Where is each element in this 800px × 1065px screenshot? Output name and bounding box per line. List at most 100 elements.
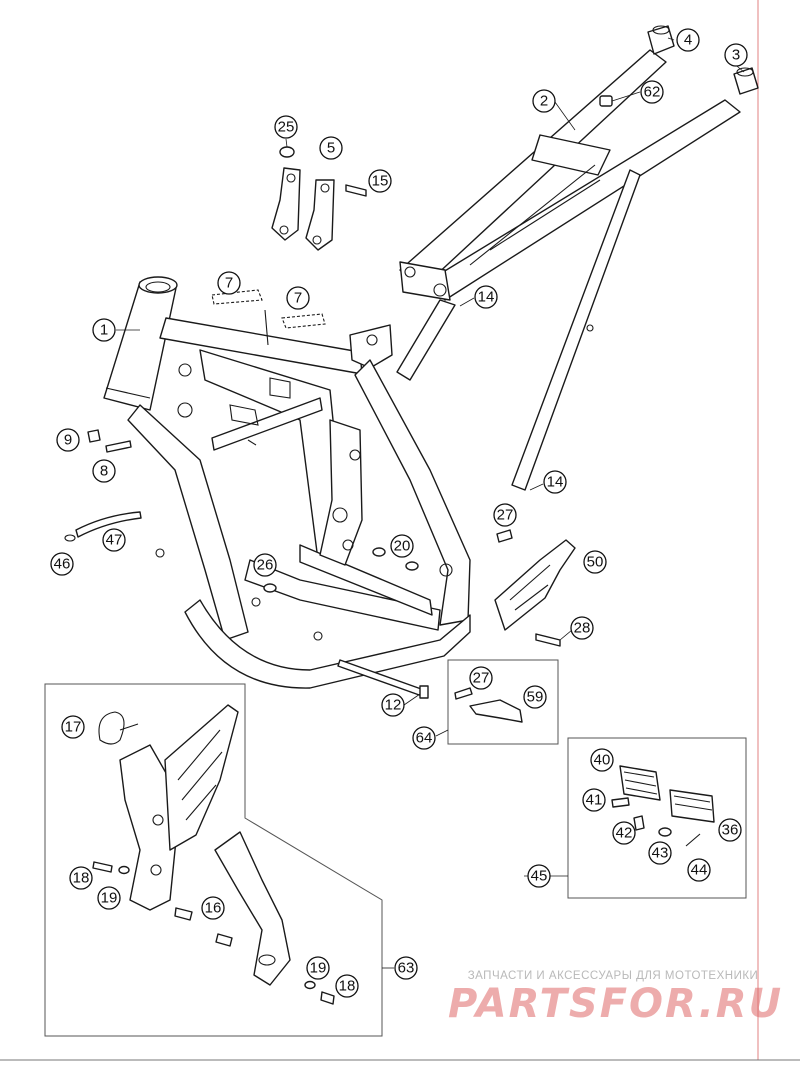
callout-7-b: 7 bbox=[286, 286, 310, 310]
callout-25: 25 bbox=[274, 115, 298, 139]
watermark-tagline: ЗАПЧАСТИ И АКСЕССУАРЫ ДЛЯ МОТОТЕХНИКИ bbox=[467, 970, 759, 982]
callout-27-a: 27 bbox=[493, 503, 517, 527]
callout-59: 59 bbox=[523, 685, 547, 709]
svg-text:20: 20 bbox=[394, 538, 411, 555]
callout-28: 28 bbox=[570, 616, 594, 640]
svg-text:8: 8 bbox=[100, 463, 108, 480]
subframe bbox=[396, 49, 741, 491]
callout-42: 42 bbox=[612, 821, 636, 845]
svg-text:5: 5 bbox=[327, 140, 335, 157]
callout-44: 44 bbox=[687, 858, 711, 882]
callout-50: 50 bbox=[583, 550, 607, 574]
svg-text:27: 27 bbox=[497, 507, 514, 524]
callout-18-a: 18 bbox=[69, 866, 93, 890]
callout-46: 46 bbox=[50, 552, 74, 576]
svg-text:9: 9 bbox=[64, 432, 72, 449]
svg-text:46: 46 bbox=[54, 556, 71, 573]
callout-14-b: 14 bbox=[543, 470, 567, 494]
svg-text:47: 47 bbox=[106, 532, 123, 549]
nuts-20-26 bbox=[263, 547, 419, 593]
svg-text:50: 50 bbox=[587, 554, 604, 571]
svg-text:28: 28 bbox=[574, 620, 591, 637]
callout-19-b: 19 bbox=[306, 956, 330, 980]
callout-26: 26 bbox=[253, 553, 277, 577]
rear-shock-mount bbox=[349, 324, 393, 369]
svg-text:62: 62 bbox=[644, 84, 661, 101]
svg-text:17: 17 bbox=[65, 719, 82, 736]
svg-text:4: 4 bbox=[684, 32, 692, 49]
callout-1: 1 bbox=[92, 318, 116, 342]
callout-17: 17 bbox=[61, 715, 85, 739]
svg-text:42: 42 bbox=[616, 825, 633, 842]
svg-text:64: 64 bbox=[416, 730, 433, 747]
bolt-12 bbox=[337, 659, 429, 699]
top-tube bbox=[159, 317, 363, 375]
callout-8: 8 bbox=[92, 459, 116, 483]
svg-text:41: 41 bbox=[586, 792, 603, 809]
footrests-40-36 bbox=[611, 765, 715, 847]
watermark: ЗАПЧАСТИ И АКСЕССУАРЫ ДЛЯ МОТОТЕХНИКИ PA… bbox=[448, 970, 781, 1026]
svg-text:16: 16 bbox=[205, 900, 222, 917]
chain-slider-59 bbox=[454, 687, 523, 723]
hose-47 bbox=[64, 511, 142, 542]
svg-text:43: 43 bbox=[652, 845, 669, 862]
svg-text:44: 44 bbox=[691, 862, 708, 879]
lower-cradle-inner bbox=[244, 559, 441, 631]
svg-text:2: 2 bbox=[540, 93, 548, 110]
callout-36: 36 bbox=[718, 818, 742, 842]
svg-text:19: 19 bbox=[310, 960, 327, 977]
callout-2: 2 bbox=[532, 89, 556, 113]
svg-text:36: 36 bbox=[722, 822, 739, 839]
callout-4: 4 bbox=[676, 28, 700, 52]
svg-text:18: 18 bbox=[73, 870, 90, 887]
callout-45: 45 bbox=[527, 864, 551, 888]
svg-text:7: 7 bbox=[225, 275, 233, 292]
svg-text:12: 12 bbox=[385, 697, 402, 714]
callout-3: 3 bbox=[724, 43, 748, 67]
callout-7-a: 7 bbox=[217, 271, 241, 295]
callout-12: 12 bbox=[381, 693, 405, 717]
svg-text:18: 18 bbox=[339, 978, 356, 995]
subframe-strut-left bbox=[396, 299, 456, 381]
svg-text:45: 45 bbox=[531, 868, 548, 885]
main-frame bbox=[103, 276, 471, 689]
main-spar-left bbox=[199, 349, 346, 561]
callout-5: 5 bbox=[319, 136, 343, 160]
callout-14-a: 14 bbox=[474, 285, 498, 309]
group-box-63 bbox=[44, 683, 383, 1037]
svg-text:25: 25 bbox=[278, 119, 295, 136]
callout-63: 63 bbox=[394, 956, 418, 980]
callout-47: 47 bbox=[102, 528, 126, 552]
callout-16: 16 bbox=[201, 896, 225, 920]
callout-62: 62 bbox=[640, 80, 664, 104]
svg-text:63: 63 bbox=[398, 960, 415, 977]
svg-text:26: 26 bbox=[257, 557, 274, 574]
svg-text:59: 59 bbox=[527, 689, 544, 706]
chain-guide-50 bbox=[494, 529, 576, 647]
callout-19-a: 19 bbox=[97, 886, 121, 910]
svg-text:1: 1 bbox=[100, 322, 108, 339]
group-box-64 bbox=[447, 659, 559, 745]
main-spar-right bbox=[354, 359, 471, 626]
fasteners-9-8 bbox=[87, 429, 132, 453]
frame-protector-left bbox=[119, 704, 239, 911]
bushing-62 bbox=[599, 95, 613, 107]
callout-9: 9 bbox=[56, 428, 80, 452]
frame-protector-right bbox=[214, 831, 291, 986]
end-cap-4 bbox=[647, 25, 675, 55]
svg-text:3: 3 bbox=[732, 47, 740, 64]
svg-text:7: 7 bbox=[294, 290, 302, 307]
steering-head-tube bbox=[103, 281, 177, 411]
engine-brackets bbox=[271, 146, 367, 251]
end-cap-3 bbox=[733, 67, 759, 95]
svg-text:27: 27 bbox=[473, 670, 490, 687]
svg-text:14: 14 bbox=[547, 474, 564, 491]
swingarm-plate bbox=[319, 419, 363, 566]
callout-18-b: 18 bbox=[335, 974, 359, 998]
sticker-7 bbox=[211, 289, 326, 329]
lower-cradle bbox=[184, 599, 471, 689]
svg-text:40: 40 bbox=[594, 752, 611, 769]
svg-text:14: 14 bbox=[478, 289, 495, 306]
callout-64: 64 bbox=[412, 726, 436, 750]
